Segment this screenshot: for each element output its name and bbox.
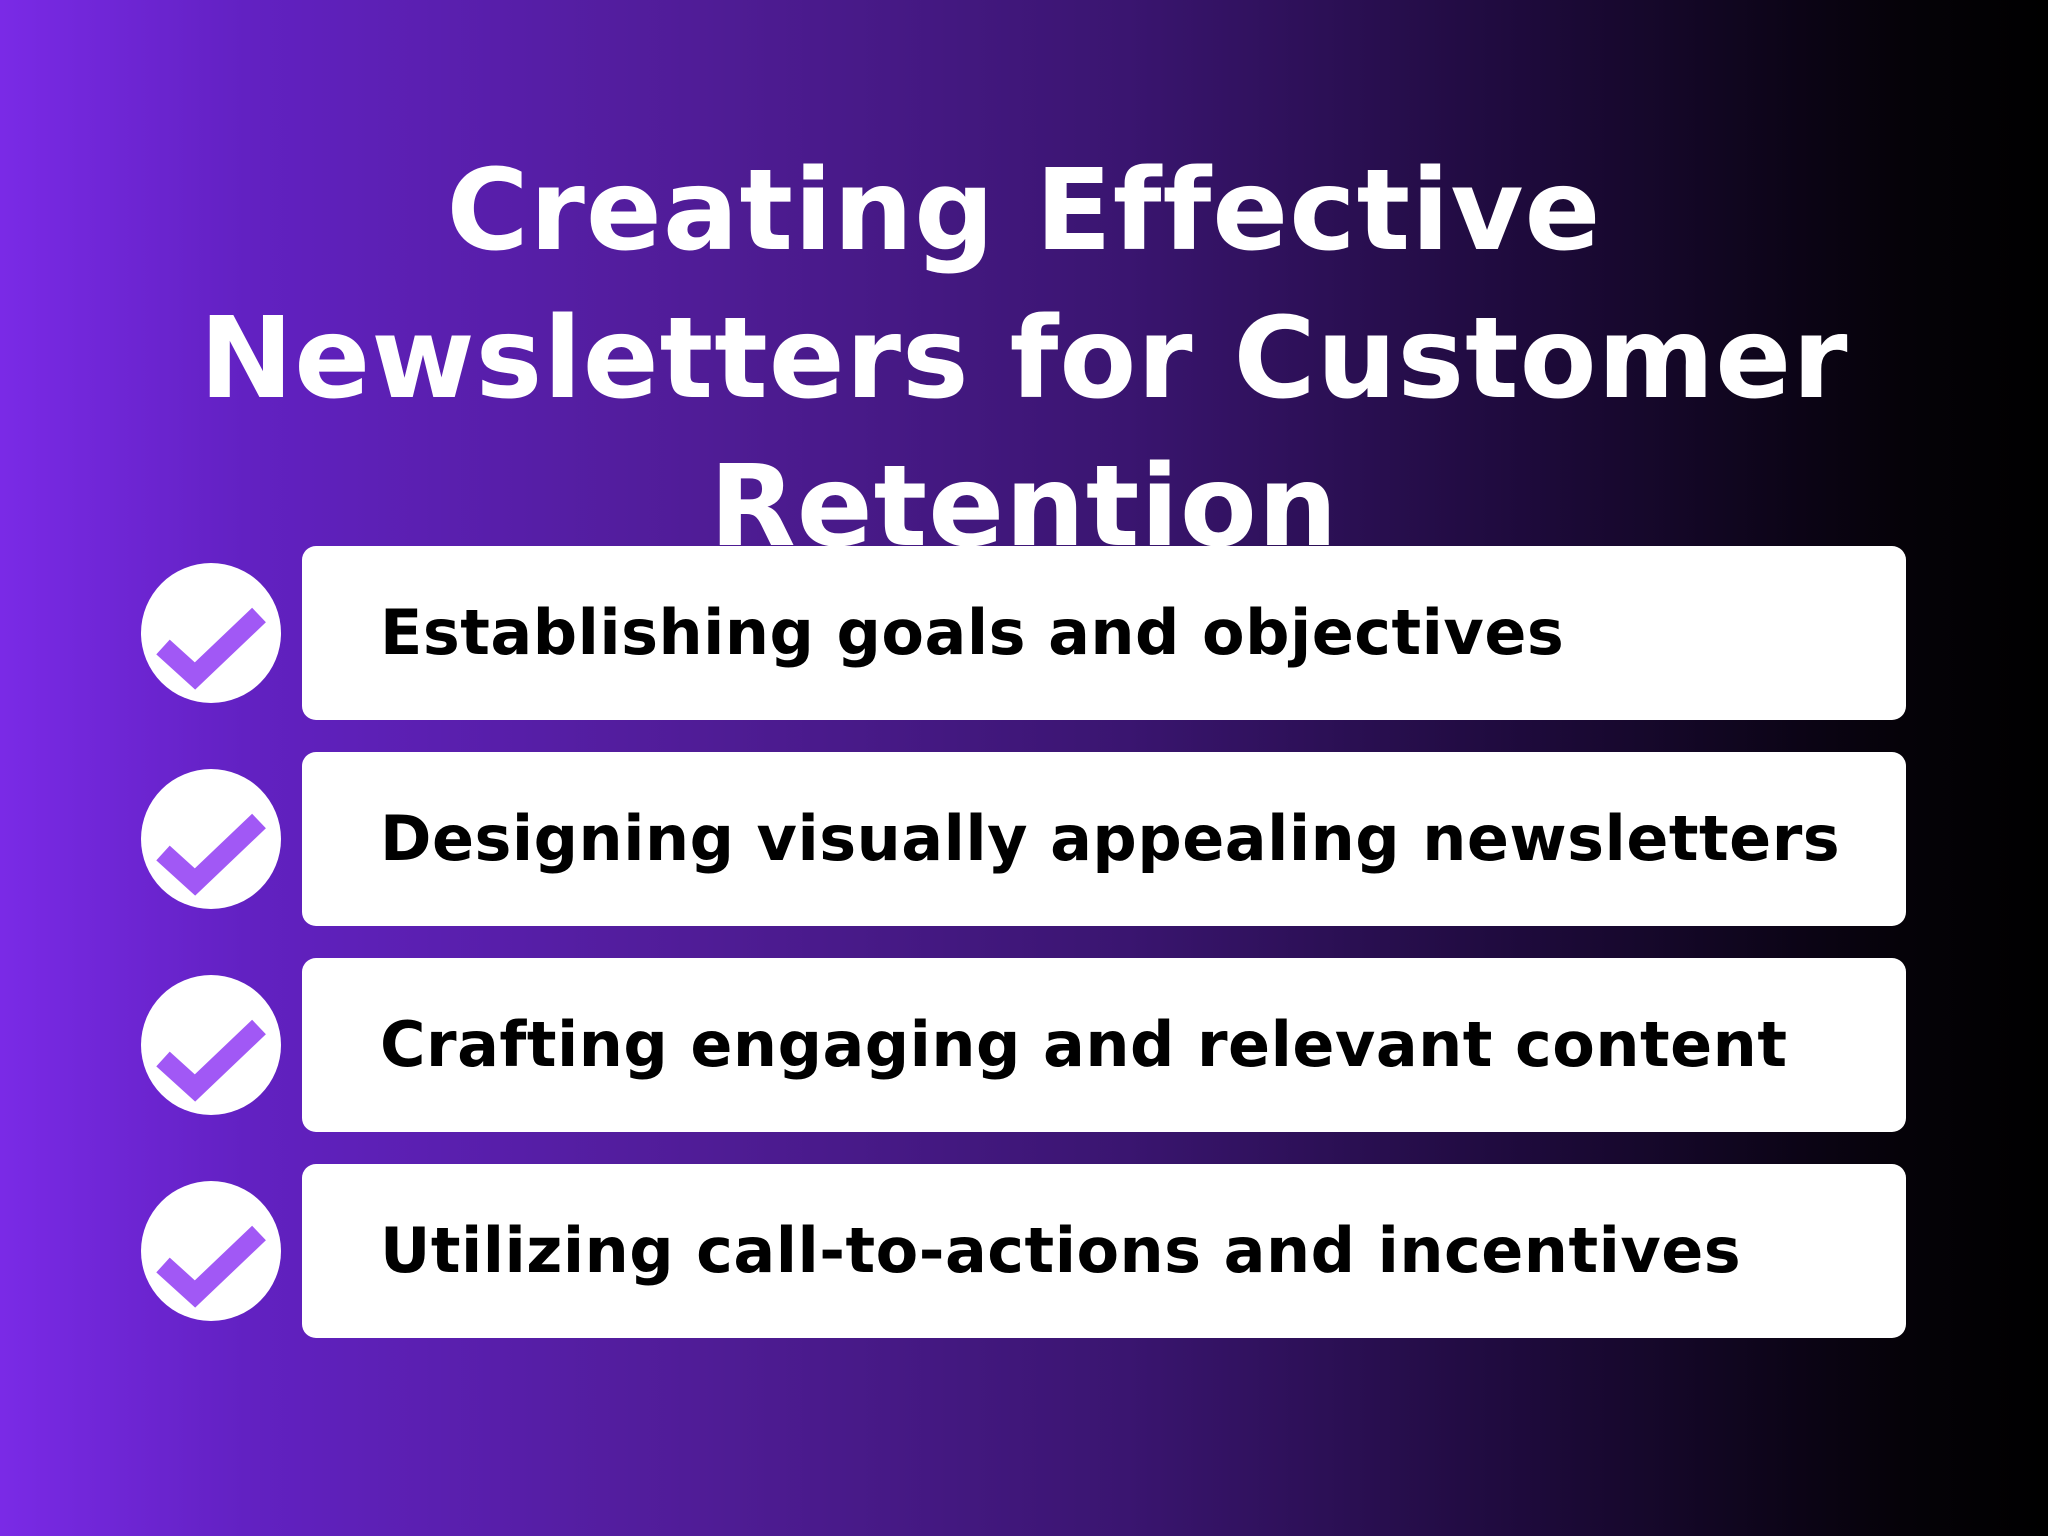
checkmark-icon — [156, 1225, 266, 1308]
checklist-item-label: Crafting engaging and relevant content — [380, 1008, 1788, 1081]
checklist-card: Utilizing call-to-actions and incentives — [302, 1164, 1906, 1338]
checkmark-icon — [156, 813, 266, 896]
checklist-item-label: Utilizing call-to-actions and incentives — [380, 1214, 1742, 1287]
checklist-item: Crafting engaging and relevant content — [0, 958, 2048, 1132]
checklist-item-label: Establishing goals and objectives — [380, 596, 1565, 669]
title-line-2: Newsletters for Customer — [199, 294, 1849, 425]
checklist-item: Utilizing call-to-actions and incentives — [0, 1164, 2048, 1338]
check-circle-icon — [141, 975, 281, 1115]
page-title: Creating Effective Newsletters for Custo… — [0, 137, 2048, 581]
checkmark-icon — [156, 607, 266, 690]
checklist-card: Establishing goals and objectives — [302, 546, 1906, 720]
check-circle-icon — [141, 563, 281, 703]
title-line-1: Creating Effective — [446, 146, 1602, 277]
checklist-card: Designing visually appealing newsletters — [302, 752, 1906, 926]
checklist-card: Crafting engaging and relevant content — [302, 958, 1906, 1132]
check-circle-icon — [141, 769, 281, 909]
checkmark-icon — [156, 1019, 266, 1102]
checklist-item: Establishing goals and objectives — [0, 546, 2048, 720]
checklist-item: Designing visually appealing newsletters — [0, 752, 2048, 926]
checklist-item-label: Designing visually appealing newsletters — [380, 802, 1841, 875]
check-circle-icon — [141, 1181, 281, 1321]
